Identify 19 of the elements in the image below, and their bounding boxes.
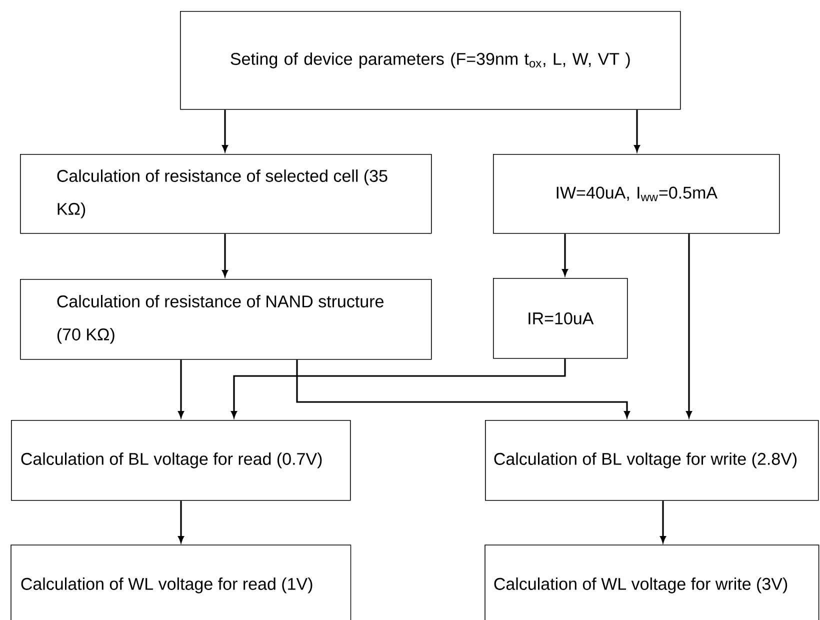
- arrow: [222, 110, 228, 152]
- arrow: [296, 360, 630, 418]
- arrow: [686, 234, 692, 418]
- arrow: [660, 500, 666, 543]
- process-box: Calculation of BL voltage for write (2.8V): [485, 420, 819, 501]
- arrow: [562, 234, 568, 276]
- process-box: Calculation of resistance of selected cell (35 KΩ): [20, 154, 432, 234]
- arrow: [231, 358, 566, 418]
- process-box: Calculation of WL voltage for write (3V): [484, 544, 820, 620]
- process-box: IW=40uA, I$_{ww}$=0.5mA: [493, 154, 780, 234]
- process-box: IR=10uA: [493, 278, 628, 359]
- process-box: Calculation of BL voltage for read (0.7V): [11, 420, 351, 501]
- arrow: [178, 360, 184, 418]
- process-box: Seting of device parameters (F=39nm t$_{ox}$, L, W, VT ): [180, 11, 681, 110]
- process-box: Calculation of WL voltage for read (1V): [10, 544, 352, 620]
- process-box: Calculation of resistance of NAND structure (70 KΩ): [20, 279, 432, 360]
- arrow: [178, 500, 184, 543]
- arrow: [634, 110, 640, 152]
- arrow: [222, 234, 228, 277]
